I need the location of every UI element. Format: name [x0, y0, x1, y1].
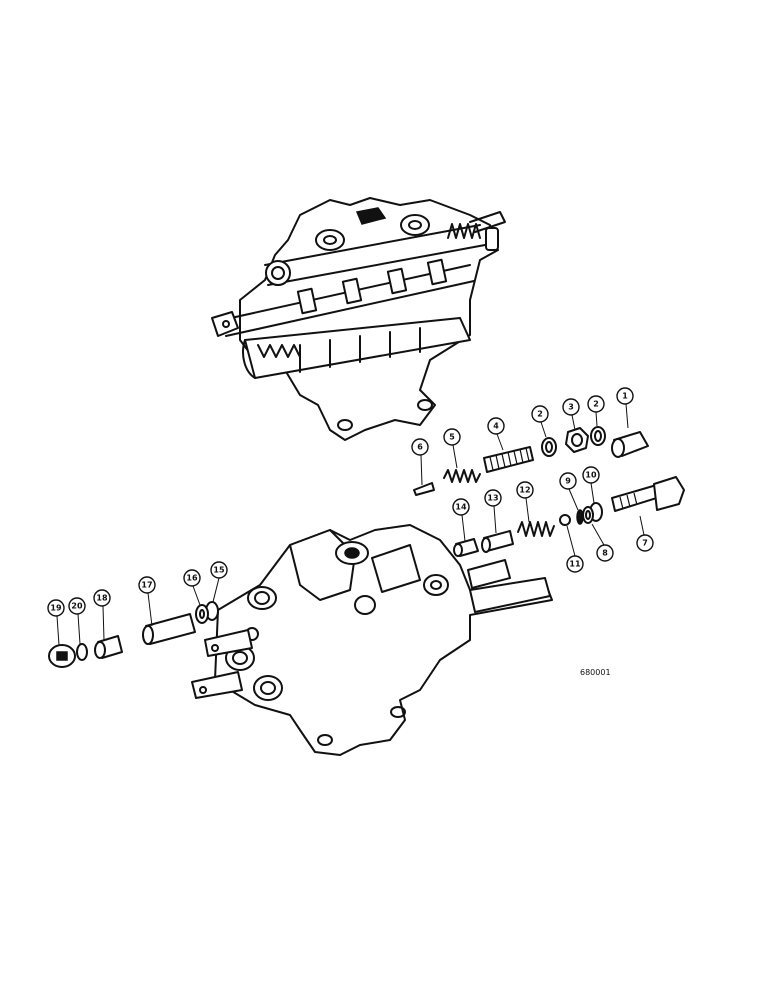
relief-valve-parts-middle — [453, 476, 685, 557]
callout-19-label: 19 — [50, 604, 62, 613]
part-hex-nut-3 — [565, 427, 589, 453]
callout-12-label: 12 — [519, 486, 530, 495]
valve-body-assembly — [191, 524, 553, 756]
callout-16-label: 16 — [186, 574, 198, 583]
callout-4: 4 — [487, 417, 505, 435]
callout-9-label: 9 — [565, 477, 571, 486]
part-washer-2b — [590, 426, 606, 446]
part-washer-20 — [76, 643, 88, 661]
part-collar-18 — [94, 635, 123, 659]
callout-8: 8 — [596, 544, 614, 562]
part-poppet-13 — [481, 530, 514, 553]
part-washer-16 — [195, 604, 209, 624]
callout-18-label: 18 — [96, 594, 108, 603]
part-spring-5 — [443, 469, 481, 483]
spool-end-parts-left — [48, 601, 219, 668]
callout-18: 18 — [93, 589, 111, 607]
callout-1-label: 1 — [622, 392, 628, 401]
relief-valve-parts-upper — [413, 426, 649, 496]
callout-17-label: 17 — [141, 581, 152, 590]
drawing-code: 680001 — [580, 668, 611, 677]
callout-3-label: 3 — [568, 403, 574, 412]
callout-4-label: 4 — [493, 422, 499, 431]
part-plug-7 — [611, 476, 685, 512]
callout-9: 9 — [559, 472, 577, 490]
callout-2a-label: 2 — [537, 410, 543, 419]
callout-6: 6 — [411, 438, 429, 456]
part-sleeve-17 — [142, 613, 196, 645]
callout-15-label: 15 — [213, 566, 225, 575]
callout-7-label: 7 — [642, 539, 648, 548]
part-washer-2a — [541, 437, 557, 457]
callout-17: 17 — [138, 576, 156, 594]
callout-12: 12 — [516, 481, 534, 499]
part-ball-11 — [559, 514, 571, 526]
callout-13-label: 13 — [487, 494, 498, 503]
callout-14: 14 — [452, 498, 470, 516]
part-spring-12 — [517, 521, 555, 537]
callout-10-label: 10 — [585, 471, 597, 480]
callout-7: 7 — [636, 534, 654, 552]
callout-2a: 2 — [531, 405, 549, 423]
callout-1: 1 — [616, 387, 634, 405]
callout-5: 5 — [443, 428, 461, 446]
callout-14-label: 14 — [455, 503, 467, 512]
callout-11-label: 11 — [569, 560, 581, 569]
callout-15: 15 — [210, 561, 228, 579]
part-o-ring-9 — [576, 509, 584, 525]
part-cap-screw-19 — [48, 644, 76, 668]
callout-2b: 2 — [587, 395, 605, 413]
part-adjusting-screw-4 — [483, 446, 534, 473]
callout-10: 10 — [582, 466, 600, 484]
callout-16: 16 — [183, 569, 201, 587]
part-cap-nut-1 — [611, 431, 649, 458]
callout-2b-label: 2 — [593, 400, 599, 409]
callout-5-label: 5 — [449, 433, 455, 442]
part-washer-8 — [582, 506, 594, 524]
callout-8-label: 8 — [602, 549, 608, 558]
callout-6-label: 6 — [417, 443, 423, 452]
callout-13: 13 — [484, 489, 502, 507]
callout-11: 11 — [566, 555, 584, 573]
callout-20-label: 20 — [71, 602, 83, 611]
cutaway-valve-assembly — [211, 197, 506, 441]
part-pin-6 — [413, 482, 435, 496]
callout-20: 20 — [68, 597, 86, 615]
callout-19: 19 — [47, 599, 65, 617]
callout-3: 3 — [562, 398, 580, 416]
leader-lines — [56, 403, 645, 646]
